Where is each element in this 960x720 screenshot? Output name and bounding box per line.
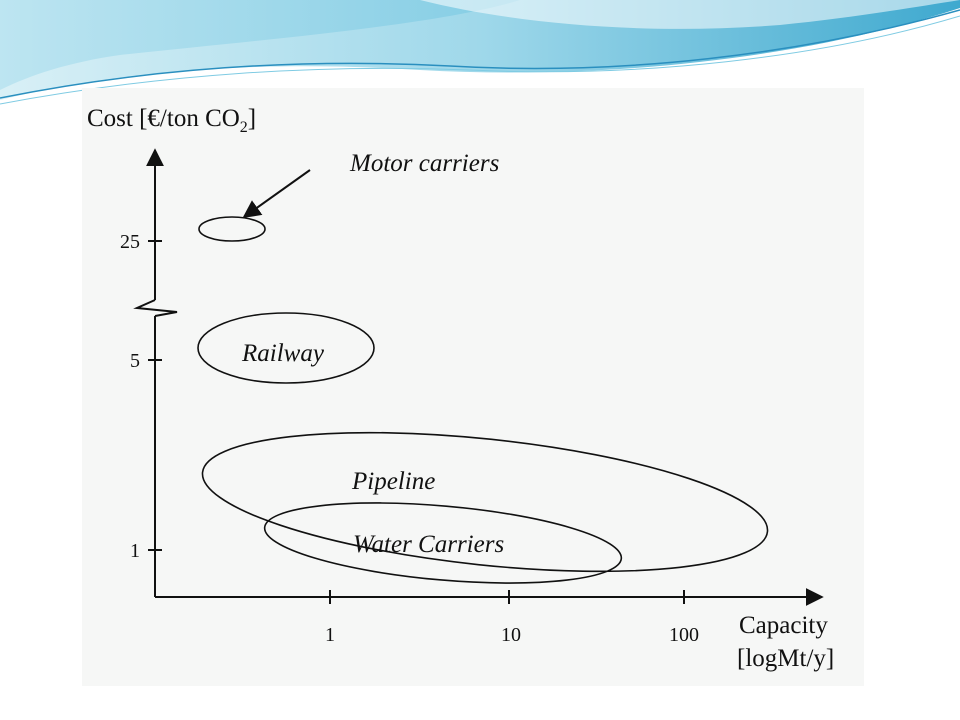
x-axis-title-line1: Capacity [739, 612, 828, 639]
cost-capacity-diagram: 25 5 1 1 10 100 Cost [€/ton CO2] Capacit… [87, 105, 834, 672]
y-axis-title-subscript: 2 [240, 119, 248, 136]
header-highlight-band [420, 0, 960, 29]
x-tick-label-10: 10 [501, 624, 521, 646]
pipeline-region [201, 431, 769, 573]
motor-carriers-region [198, 216, 266, 242]
water-carriers-label: Water Carriers [353, 531, 504, 558]
header-wave-band-secondary [0, 0, 520, 90]
motor-carriers-callout: Motor carriers [349, 150, 499, 177]
y-axis-title: Cost [€/ton CO2] [87, 105, 256, 136]
figure-panel: 25 5 1 1 10 100 Cost [€/ton CO2] Capacit… [82, 88, 864, 686]
water-carriers-region [263, 502, 623, 584]
motor-carriers-arrow [242, 169, 311, 219]
pipeline-label: Pipeline [351, 468, 435, 495]
slide-header-decoration [0, 0, 960, 105]
x-axis-title-line2: [logMt/y] [737, 645, 834, 672]
y-tick-label-1: 1 [130, 540, 140, 562]
y-tick-label-5: 5 [130, 350, 140, 372]
header-accent-line-2 [0, 15, 960, 105]
railway-label: Railway [241, 340, 325, 367]
y-axis-break [133, 299, 178, 317]
x-tick-label-100: 100 [669, 624, 699, 646]
y-axis-title-main: Cost [€/ton CO [87, 105, 240, 132]
header-accent-line [0, 9, 960, 99]
x-tick-label-1: 1 [325, 624, 335, 646]
y-tick-label-25: 25 [120, 231, 140, 253]
y-axis-title-end: ] [248, 105, 256, 132]
railway-region [197, 312, 375, 384]
